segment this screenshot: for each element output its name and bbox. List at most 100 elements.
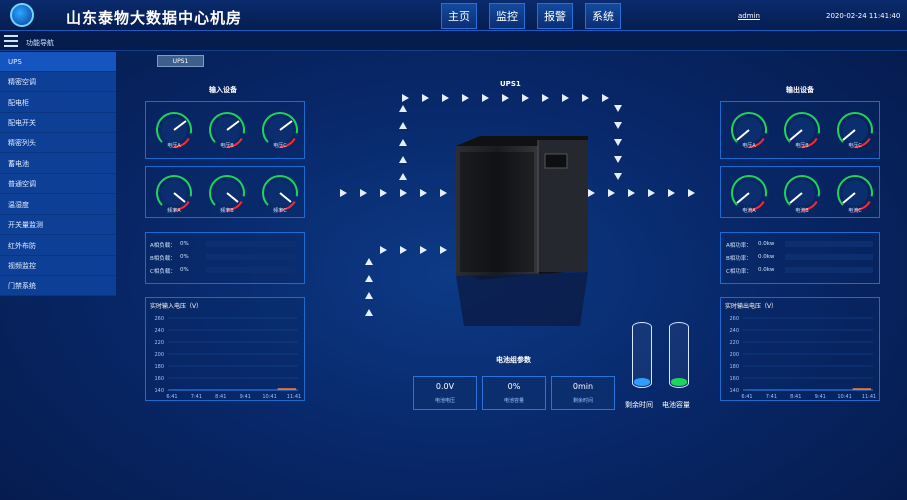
- arrow-icon: [522, 94, 529, 102]
- load-label: A相负载：: [150, 243, 176, 249]
- gauge-label: 电压A: [167, 143, 181, 149]
- device-tag[interactable]: UPS1: [157, 55, 204, 67]
- flow-arrows: [340, 94, 695, 316]
- arrow-icon: [614, 173, 622, 180]
- sidebar-item-video[interactable]: 视频监控: [0, 256, 116, 276]
- gauge-label: 频率A: [167, 208, 181, 214]
- sidebar-item-ups[interactable]: UPS: [0, 52, 116, 72]
- gauge-label: 频率B: [220, 208, 234, 214]
- nav-title: 功能导航: [26, 39, 54, 47]
- arrow-icon: [365, 258, 373, 265]
- param-label: 电池电压: [434, 398, 455, 404]
- nav-system[interactable]: 系统: [585, 3, 621, 29]
- arrow-icon: [648, 189, 655, 197]
- arrow-icon: [420, 189, 427, 197]
- gauge-icon: [784, 112, 820, 148]
- sidebar-item-normal-ac[interactable]: 普通空调: [0, 174, 116, 194]
- remaining-time-cylinder: [632, 322, 652, 388]
- power-bar: [785, 267, 873, 273]
- x-tick-label: 8:41: [790, 394, 801, 400]
- nav-monitor[interactable]: 监控: [489, 3, 525, 29]
- arrow-icon: [440, 189, 447, 197]
- cylinder-label: 剩余时间: [625, 401, 653, 409]
- x-tick-label: 8:41: [215, 394, 226, 400]
- user-link[interactable]: admin: [738, 12, 760, 20]
- x-tick-label: 9:41: [240, 394, 251, 400]
- gauge-label: 电压A: [742, 143, 756, 149]
- logo-icon: [10, 3, 34, 27]
- load-label: B相负载：: [150, 256, 176, 262]
- arrow-icon: [399, 122, 407, 129]
- gauge-label: 电流B: [795, 208, 809, 214]
- gauge-label: 电压C: [848, 143, 862, 149]
- output-device-title: 输出设备: [786, 86, 814, 94]
- output-gauge-panel-2: 电流A 电流B 电流C: [720, 166, 880, 218]
- y-tick-label: 220: [729, 340, 739, 346]
- battery-voltage-box: 0.0V 电池电压: [413, 376, 477, 410]
- arrow-icon: [365, 292, 373, 299]
- output-power-panel: A相功率： 0.0kw B相功率： 0.0kw C相功率： 0.0kw: [720, 232, 880, 284]
- y-tick-label: 200: [154, 352, 164, 358]
- input-load-panel: A相负载： 0% B相负载： 0% C相负载： 0%: [145, 232, 305, 284]
- gauge-label: 频率C: [273, 208, 287, 214]
- arrow-icon: [402, 94, 409, 102]
- cylinder-label: 电池容量: [662, 401, 690, 409]
- arrow-icon: [380, 246, 387, 254]
- cylinder-fill: [671, 378, 687, 386]
- y-tick-label: 140: [154, 388, 164, 394]
- x-tick-label: 9:41: [815, 394, 826, 400]
- gauge-icon: [209, 112, 245, 148]
- x-tick-label: 7:41: [766, 394, 777, 400]
- gauge-label: 电压B: [795, 143, 809, 149]
- arrow-icon: [614, 156, 622, 163]
- input-device-title: 输入设备: [209, 86, 237, 94]
- frequency-gauges: [156, 175, 298, 211]
- arrow-icon: [688, 189, 695, 197]
- y-tick-label: 260: [729, 316, 739, 322]
- arrow-icon: [399, 105, 407, 112]
- sidebar-item-distribution-switch[interactable]: 配电开关: [0, 113, 116, 133]
- param-value: 0min: [572, 382, 594, 391]
- y-tick-label: 200: [729, 352, 739, 358]
- nav-home[interactable]: 主页: [441, 3, 477, 29]
- arrow-icon: [562, 94, 569, 102]
- load-value: 0%: [180, 241, 189, 247]
- battery-capacity-cylinder: [669, 322, 689, 388]
- arrow-icon: [588, 189, 595, 197]
- arrow-icon: [399, 139, 407, 146]
- gauge-icon: [731, 175, 767, 211]
- load-bar: [206, 254, 296, 260]
- sidebar-item-precision-ac[interactable]: 精密空调: [0, 72, 116, 92]
- sidebar-item-precision-column[interactable]: 精密列头: [0, 133, 116, 153]
- menu-icon[interactable]: [4, 35, 18, 47]
- gauge-icon: [731, 112, 767, 148]
- arrow-icon: [399, 173, 407, 180]
- sidebar-item-battery[interactable]: 蓄电池: [0, 154, 116, 174]
- ups-cabinet-image: [456, 136, 588, 326]
- nav-alarm[interactable]: 报警: [537, 3, 573, 29]
- sidebar-item-distribution-cabinet[interactable]: 配电柜: [0, 93, 116, 113]
- output-voltage-gauges: [731, 112, 873, 148]
- power-label: C相功率：: [726, 269, 752, 275]
- gauge-label: 电压B: [220, 143, 234, 149]
- y-tick-label: 260: [154, 316, 164, 322]
- arrow-icon: [420, 246, 427, 254]
- sidebar-item-temp-humidity[interactable]: 温湿度: [0, 195, 116, 215]
- y-tick-label: 220: [154, 340, 164, 346]
- gauge-label: 电压C: [273, 143, 287, 149]
- power-label: B相功率：: [726, 256, 752, 262]
- gauge-label: 电流A: [742, 208, 756, 214]
- input-gauge-panel-2: 频率A 频率B 频率C: [145, 166, 305, 218]
- battery-params-title: 电池组参数: [496, 356, 531, 364]
- y-tick-label: 180: [154, 364, 164, 370]
- x-tick-label: 7:41: [191, 394, 202, 400]
- load-bar: [206, 241, 296, 247]
- sidebar-item-switch-monitor[interactable]: 开关量监测: [0, 215, 116, 235]
- arrow-icon: [340, 189, 347, 197]
- sidebar-item-infrared[interactable]: 红外布防: [0, 236, 116, 256]
- gauge-label: 电流C: [848, 208, 862, 214]
- param-label: 剩余时间: [572, 398, 593, 404]
- sidebar-item-access[interactable]: 门禁系统: [0, 276, 116, 296]
